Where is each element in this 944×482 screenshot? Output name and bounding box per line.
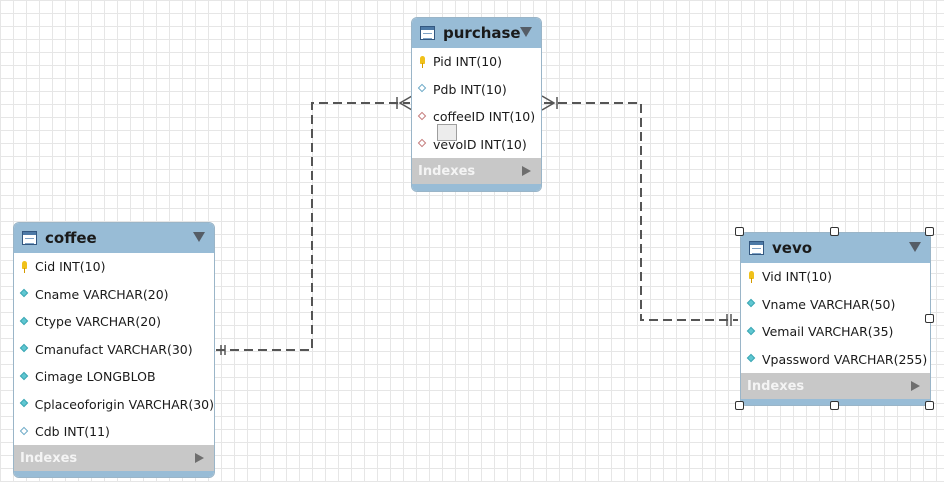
- column-list: Cid INT(10) Cname VARCHAR(20) Ctype VARC…: [14, 253, 214, 445]
- primary-key-icon: [747, 270, 758, 284]
- column-row[interactable]: Vid INT(10): [741, 263, 930, 291]
- nullable-column-icon: [417, 82, 429, 96]
- column-row[interactable]: Cname VARCHAR(20): [14, 281, 214, 309]
- indexes-section[interactable]: Indexes: [14, 445, 214, 471]
- primary-key-icon: [418, 55, 429, 69]
- column-row[interactable]: Cid INT(10): [14, 253, 214, 281]
- indexes-section[interactable]: Indexes: [741, 373, 930, 399]
- resize-handle-bottom-right[interactable]: [925, 401, 934, 410]
- crowfoot-purchase-right: [541, 95, 556, 111]
- expand-indexes-icon[interactable]: [522, 166, 531, 176]
- not-null-column-icon: [19, 315, 31, 329]
- table-bottom-bar: [412, 184, 541, 191]
- column-row[interactable]: Cplaceoforigin VARCHAR(30): [14, 391, 214, 419]
- column-list: Vid INT(10) Vname VARCHAR(50) Vemail VAR…: [741, 263, 930, 373]
- column-text: Pid INT(10): [433, 54, 502, 70]
- column-row[interactable]: vevoID INT(10): [412, 131, 541, 159]
- column-text: Vid INT(10): [762, 269, 832, 285]
- column-text: Cid INT(10): [35, 259, 106, 275]
- column-row[interactable]: Cimage LONGBLOB: [14, 363, 214, 391]
- column-text: Cplaceoforigin VARCHAR(30): [34, 396, 214, 412]
- collapse-icon[interactable]: [193, 232, 205, 242]
- column-text: Ctype VARCHAR(20): [35, 314, 162, 330]
- column-row[interactable]: Vemail VARCHAR(35): [741, 318, 930, 346]
- expand-indexes-icon[interactable]: [911, 381, 920, 391]
- not-null-column-icon: [746, 352, 758, 366]
- table-header[interactable]: coffee: [14, 223, 214, 253]
- foreign-key-icon: [417, 110, 429, 124]
- resize-handle-top-middle[interactable]: [830, 227, 839, 236]
- not-null-column-icon: [746, 297, 758, 311]
- column-list: Pid INT(10) Pdb INT(10) coffeeID INT(10)…: [412, 48, 541, 158]
- table-icon: [22, 231, 37, 245]
- indexes-label: Indexes: [418, 163, 476, 179]
- relationship-vevo-purchase[interactable]: [544, 102, 738, 321]
- column-row[interactable]: coffeeID INT(10): [412, 103, 541, 131]
- column-text: Vpassword VARCHAR(255): [762, 351, 928, 367]
- indexes-label: Indexes: [747, 378, 805, 394]
- column-row[interactable]: Cmanufact VARCHAR(30): [14, 336, 214, 364]
- column-text: Vname VARCHAR(50): [762, 296, 896, 312]
- table-coffee[interactable]: coffee Cid INT(10) Cname VARCHAR(20) Cty…: [13, 222, 215, 478]
- not-null-column-icon: [19, 287, 31, 301]
- column-text: Vemail VARCHAR(35): [762, 324, 894, 340]
- table-icon: [749, 241, 764, 255]
- relationship-coffee-purchase[interactable]: [216, 102, 410, 351]
- table-title: coffee: [45, 229, 97, 247]
- table-header[interactable]: vevo: [741, 233, 930, 263]
- resize-handle-bottom-left[interactable]: [735, 401, 744, 410]
- not-null-column-icon: [19, 342, 31, 356]
- column-row[interactable]: Pdb INT(10): [412, 76, 541, 104]
- column-text: coffeeID INT(10): [433, 109, 536, 125]
- column-row[interactable]: Ctype VARCHAR(20): [14, 308, 214, 336]
- collapse-icon[interactable]: [909, 242, 921, 252]
- nullable-column-icon: [19, 425, 31, 439]
- indexes-section[interactable]: Indexes: [412, 158, 541, 184]
- table-bottom-bar: [14, 471, 214, 477]
- column-text: Pdb INT(10): [433, 81, 507, 97]
- column-row[interactable]: Vname VARCHAR(50): [741, 291, 930, 319]
- column-text: Cname VARCHAR(20): [35, 286, 169, 302]
- table-purchase[interactable]: purchase Pid INT(10) Pdb INT(10) coffeeI…: [411, 17, 542, 192]
- column-row[interactable]: Pid INT(10): [412, 48, 541, 76]
- column-row[interactable]: Vpassword VARCHAR(255): [741, 346, 930, 374]
- indexes-label: Indexes: [20, 450, 78, 466]
- crowfoot-purchase-left: [398, 95, 413, 111]
- table-title: purchase: [443, 24, 521, 42]
- column-text: Cimage LONGBLOB: [35, 369, 156, 385]
- drag-tooltip-box: [437, 124, 457, 141]
- collapse-icon[interactable]: [520, 27, 532, 37]
- resize-handle-top-left[interactable]: [735, 227, 744, 236]
- column-row[interactable]: Cdb INT(11): [14, 418, 214, 446]
- table-title: vevo: [772, 239, 813, 257]
- primary-key-icon: [20, 260, 31, 274]
- column-text: Cdb INT(11): [35, 424, 110, 440]
- not-null-column-icon: [19, 397, 31, 411]
- not-null-column-icon: [746, 325, 758, 339]
- resize-handle-bottom-middle[interactable]: [830, 401, 839, 410]
- resize-handle-top-right[interactable]: [925, 227, 934, 236]
- foreign-key-icon: [417, 137, 429, 151]
- table-vevo[interactable]: vevo Vid INT(10) Vname VARCHAR(50) Vemai…: [740, 232, 931, 406]
- not-null-column-icon: [19, 370, 31, 384]
- column-text: Cmanufact VARCHAR(30): [35, 341, 193, 357]
- table-icon: [420, 26, 435, 40]
- resize-handle-middle-right[interactable]: [925, 314, 934, 323]
- expand-indexes-icon[interactable]: [195, 453, 204, 463]
- table-header[interactable]: purchase: [412, 18, 541, 48]
